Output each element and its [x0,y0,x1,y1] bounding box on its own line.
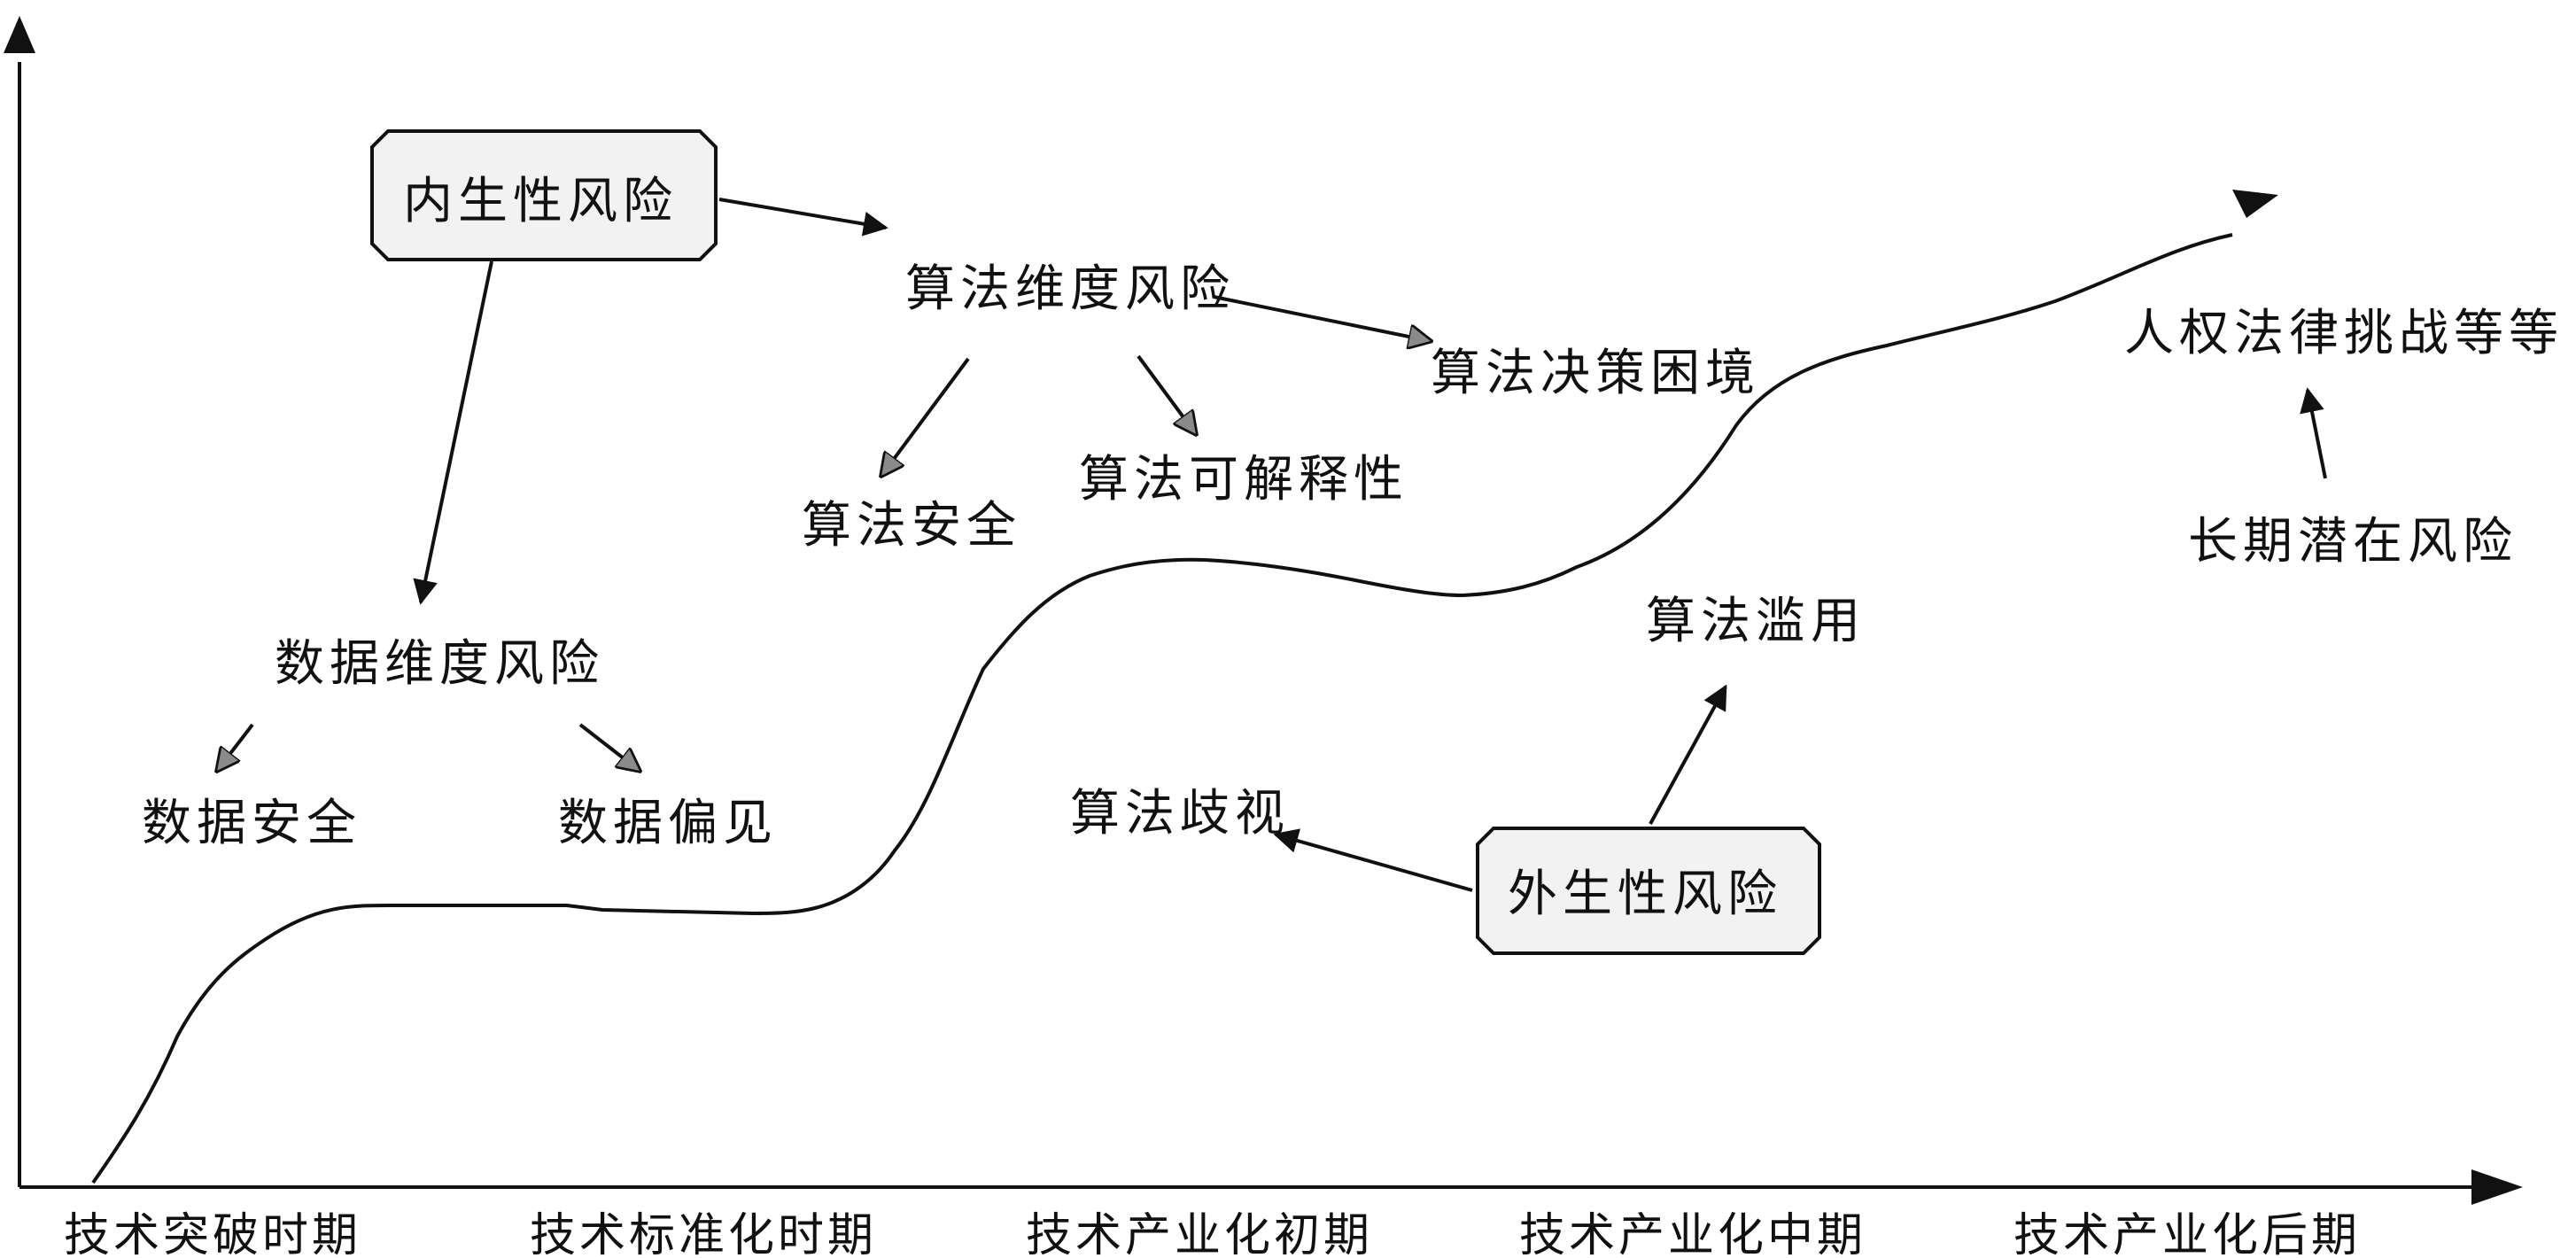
arrow-algorithm-to-explainability [1137,354,1196,434]
y-axis-arrowhead [4,16,35,53]
arrow-longterm-to-challenges [2300,387,2327,479]
arrow-internal-to-data [413,260,493,605]
algorithm-discrimination-label: 算法歧视 [1070,785,1290,843]
stage-label-2: 技术标准化时期 [530,1209,877,1258]
data-security-label: 数据安全 [142,795,361,852]
algorithm-dimension-risk-label: 算法维度风险 [905,260,1235,318]
algorithm-security-label: 算法安全 [802,497,1021,555]
arrow-external-to-abuse [1649,684,1727,825]
algorithm-explainability-label: 算法可解释性 [1079,451,1408,509]
stage-label-5: 技术产业化后期 [2013,1209,2361,1258]
internal-risk-label: 内生性风险 [403,173,678,230]
algorithm-abuse-label: 算法滥用 [1646,593,1866,650]
stage-label-1: 技术突破时期 [64,1209,361,1258]
arrow-data-to-security [217,723,254,771]
arrow-external-to-discrimination [1273,828,1473,892]
arrow-data-to-bias [578,723,640,771]
stage-label-4: 技术产业化中期 [1519,1209,1866,1258]
external-risk-box [1476,827,1821,955]
long-term-latent-risk-label: 长期潜在风险 [2188,513,2518,571]
stage-label-3: 技术产业化初期 [1026,1209,1373,1258]
data-dimension-risk-label: 数据维度风险 [275,635,604,693]
curve-arrowhead [2232,190,2278,218]
external-risk-label: 外生性风险 [1508,866,1782,923]
algorithm-decision-dilemma-label: 算法决策困境 [1431,345,1760,402]
internal-risk-box [370,129,718,261]
technology-development-curve [91,233,2233,1184]
data-bias-label: 数据偏见 [558,795,778,852]
x-axis-arrowhead [2471,1169,2523,1205]
arrow-algorithm-to-security [881,357,970,476]
human-rights-legal-challenges-label: 人权法律挑战等等 [2124,305,2564,362]
arrow-algorithm-to-decision [1213,295,1431,341]
arrow-internal-to-algorithm [718,198,888,237]
